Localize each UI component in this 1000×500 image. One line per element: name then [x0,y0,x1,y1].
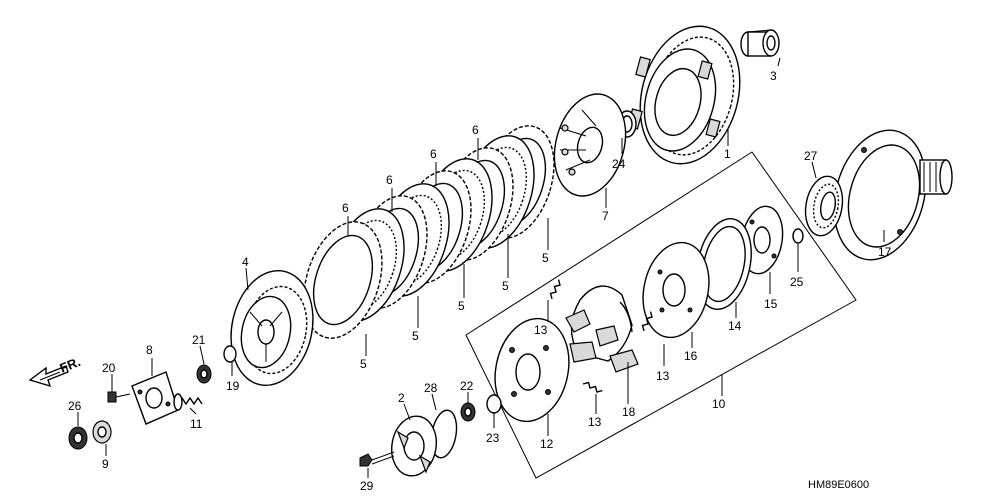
callout-17: 17 [878,245,892,259]
callout-15: 15 [764,297,778,311]
part-1-clutch-outer [627,25,741,165]
part-20-bolt [107,391,131,403]
callout-28: 28 [424,381,438,395]
part-19-washer [223,345,237,363]
callout-labels: 3 1 24 7 27 17 25 15 14 16 10 13 18 13 1… [68,69,892,493]
part-25-snap-ring [792,228,804,244]
callout-13a: 13 [534,323,548,337]
callout-18: 18 [622,405,636,419]
part-26-bearing [68,426,88,450]
part-3-collar [740,29,780,57]
diagram-code: HM89E0600 [808,479,869,491]
callout-26: 26 [68,399,82,413]
callout-11: 11 [190,417,203,431]
part-7-pressure-plate [553,93,627,197]
callout-19: 19 [226,379,240,393]
part-18-clutch-shoes [565,285,639,373]
part-12-drive-plate [494,317,570,423]
part-8-lifter-plate [131,371,179,425]
callout-7: 7 [602,209,609,223]
callout-23: 23 [486,431,500,445]
callout-5e: 5 [360,357,367,371]
callout-29: 29 [360,479,374,493]
part-4-clutch-center [230,269,314,387]
callout-leader-lines [77,57,885,478]
callout-4: 4 [242,255,249,269]
part-21-nut [196,364,212,384]
clutch-disk-and-plate-stack [303,125,555,339]
callout-5c: 5 [458,299,465,313]
part-9-bearing [92,420,112,444]
callout-13b: 13 [588,415,602,429]
callout-2: 2 [398,391,405,405]
callout-24: 24 [612,157,626,171]
callout-9: 9 [102,457,109,471]
front-direction-label: FR. [58,354,83,376]
part-23-washer [486,394,502,414]
callout-3: 3 [770,69,777,83]
part-11-spring [173,393,203,411]
callout-12: 12 [540,437,554,451]
part-22-nut [460,402,476,422]
part-2-lifter-cam [391,415,437,477]
centrifugal-clutch-group-box [465,151,857,479]
callout-6b: 6 [430,147,437,161]
part-15-plate [740,205,784,275]
callout-27: 27 [804,149,818,163]
part-16-drive-plate [642,241,710,339]
callout-6c: 6 [386,173,393,187]
callout-21: 21 [192,333,206,347]
callout-10: 10 [712,397,726,411]
callout-8: 8 [146,343,153,357]
callout-20: 20 [102,361,116,375]
callout-14: 14 [728,319,742,333]
callout-5a: 5 [542,251,549,265]
part-27-bearing [804,175,844,237]
callout-13c: 13 [656,369,670,383]
front-direction-arrow: FR. [28,354,83,388]
callout-5b: 5 [502,279,509,293]
part-13-springs [549,279,653,393]
callout-5d: 5 [412,329,419,343]
callout-22: 22 [460,379,474,393]
part-14-friction-ring [696,217,752,311]
callout-25: 25 [790,275,804,289]
callout-16: 16 [684,349,698,363]
callout-6a: 6 [472,123,479,137]
callout-6d: 6 [342,201,349,215]
part-29-bolt [359,451,395,467]
callout-1: 1 [724,147,731,161]
